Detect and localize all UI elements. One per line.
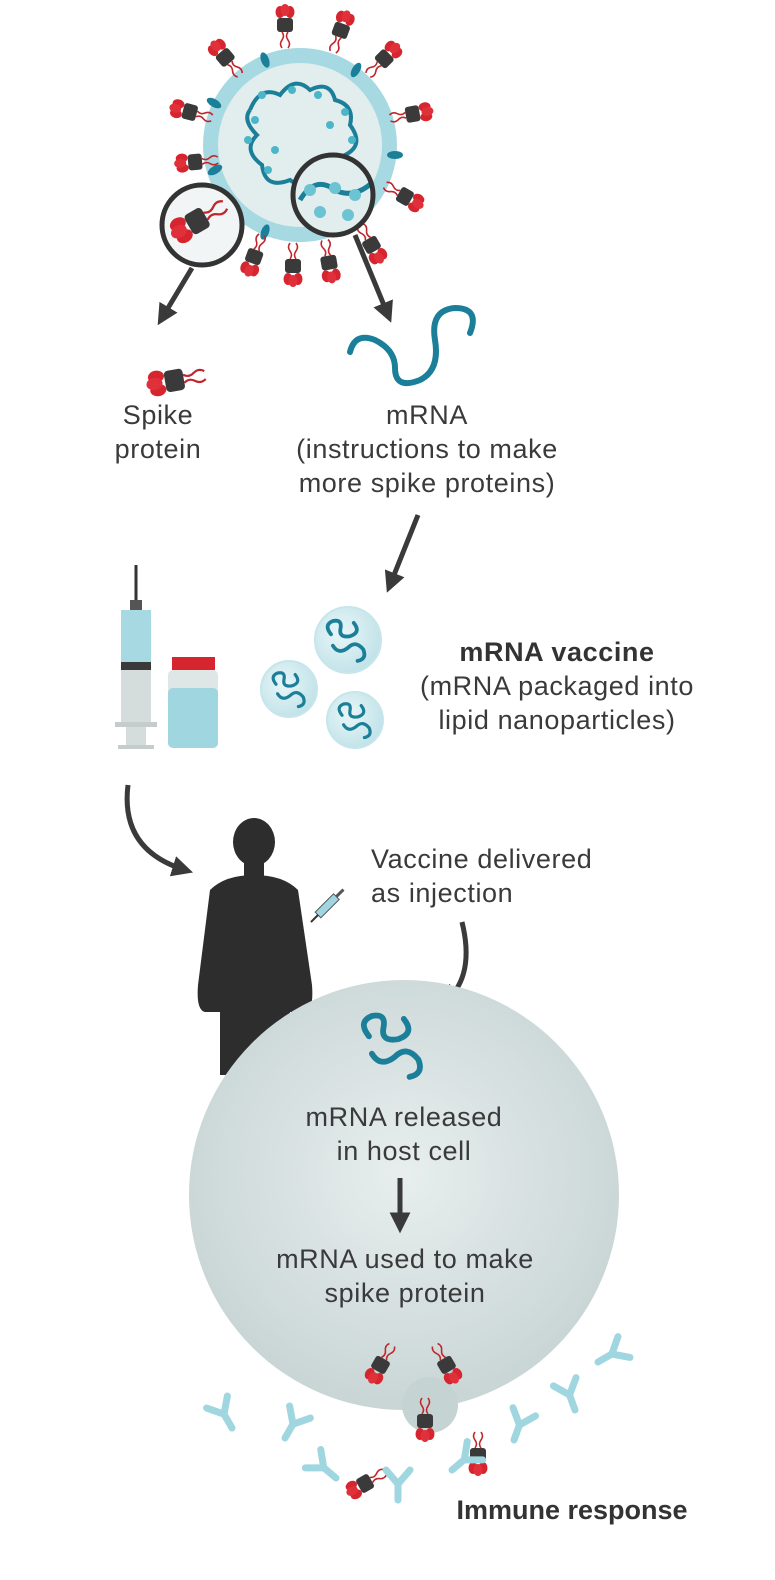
mrna-label-line-3: more spike proteins)	[298, 468, 556, 498]
mrna-label: mRNA (instructions to make more spike pr…	[252, 398, 602, 500]
immune-response-text: Immune response	[456, 1495, 688, 1525]
released-line-2: in host cell	[336, 1136, 472, 1166]
mrna-label-line-1: mRNA	[386, 400, 468, 430]
zoom-mrna	[290, 152, 376, 238]
arrow-to-vaccine	[384, 514, 421, 593]
lipid-nanoparticles	[260, 606, 384, 749]
vaccine-desc-line-1: (mRNA packaged into	[419, 671, 695, 701]
used-label: mRNA used to make spike protein	[240, 1242, 570, 1310]
used-line-1: mRNA used to make	[276, 1244, 534, 1274]
vaccine-desc-line-2: lipid nanoparticles)	[438, 705, 676, 735]
mrna-strand	[347, 304, 476, 386]
host-cell	[189, 980, 619, 1433]
mrna-label-line-2: (instructions to make	[296, 434, 558, 464]
spike-protein-label: Spike protein	[88, 398, 228, 466]
released-line-1: mRNA released	[305, 1102, 503, 1132]
spike-label-line-2: protein	[114, 434, 202, 464]
vaccine-label: mRNA vaccine (mRNA packaged into lipid n…	[392, 635, 722, 737]
immune-response-label: Immune response	[432, 1493, 712, 1527]
zoom-spike	[159, 182, 245, 268]
arrow-to-spike	[157, 266, 195, 326]
spike-protein-illustration	[143, 361, 209, 400]
spike-label-line-1: Spike	[122, 400, 194, 430]
injection-line-1: Vaccine delivered	[371, 844, 593, 874]
arrow-to-mrna	[352, 234, 393, 323]
injection-line-2: as injection	[371, 878, 514, 908]
membrane-proteins	[206, 52, 403, 240]
vial-icon	[168, 657, 218, 748]
arrow-to-person	[124, 784, 194, 877]
injection-syringe-icon	[310, 888, 345, 923]
used-line-2: spike protein	[324, 1278, 486, 1308]
injection-label: Vaccine delivered as injection	[371, 842, 651, 910]
syringe-icon	[115, 565, 157, 749]
vaccine-title: mRNA vaccine	[459, 637, 655, 667]
released-label: mRNA released in host cell	[254, 1100, 554, 1168]
